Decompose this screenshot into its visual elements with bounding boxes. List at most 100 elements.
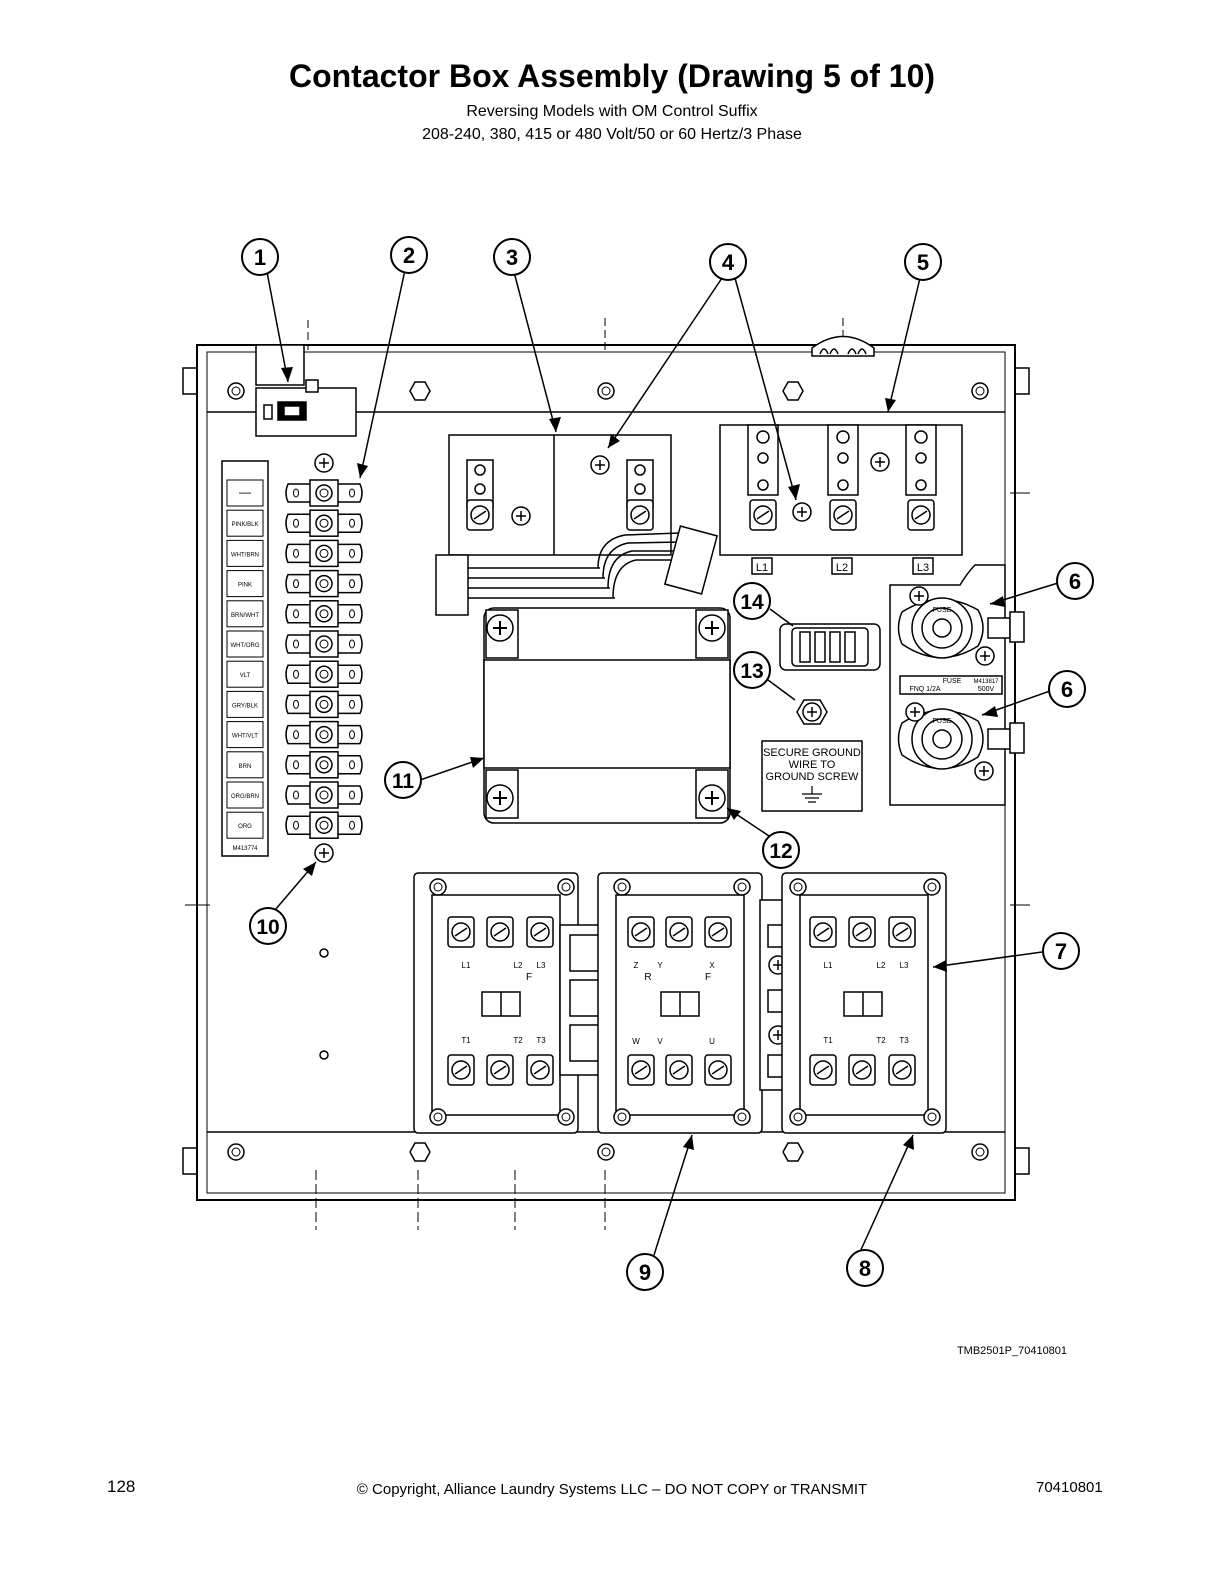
middle-mark-r: R: [644, 972, 651, 983]
middle-w: W: [632, 1037, 640, 1046]
terminal-row: [285, 539, 363, 568]
wire-label-cells: —PINK/BLKWHT/BRNPINKBRN/WHTWHT/ORGVLTGRY…: [226, 479, 264, 839]
mechanical-interlock: [559, 924, 613, 1076]
callout-1: 1: [241, 238, 279, 276]
wire-label-text: ORG/BRN: [231, 794, 259, 800]
wire-label-cell: [226, 570, 264, 598]
wire-label-cell: [226, 690, 264, 718]
contactor-right: [781, 872, 947, 1134]
terminal-row: [285, 720, 363, 749]
left-l2: L2: [514, 961, 523, 970]
wire-label-text: WHT/ORG: [231, 643, 260, 649]
callout-10: 10: [249, 907, 287, 945]
right-l2: L2: [877, 961, 886, 970]
fuse-holder-lower: [897, 702, 1025, 781]
knockout-bushing: [811, 335, 875, 357]
left-mark-f: F: [526, 972, 532, 983]
wire-label-text: —: [239, 485, 251, 499]
terminal-row: [285, 660, 363, 688]
line-label-l1: L1: [756, 562, 768, 574]
contactor-middle: [597, 872, 763, 1134]
terminal-row: [285, 690, 363, 719]
svg-text:6: 6: [1061, 677, 1073, 702]
harness-connector: [779, 623, 881, 671]
callout-14: 14: [733, 582, 771, 620]
callout-7: 7: [1042, 932, 1080, 970]
wire-label-cell: [226, 660, 264, 688]
ground-screw: [796, 699, 828, 725]
wire-label-text: WHT/BRN: [231, 552, 259, 558]
contactors: [413, 872, 947, 1134]
right-l1: L1: [824, 961, 833, 970]
left-t3: T3: [536, 1036, 546, 1045]
contactor-labels: L1 L2 L3 F T1 T2 T3 Z Y X R F W V U L1 L…: [461, 961, 909, 1046]
page-subtitle-voltage: 208-240, 380, 415 or 480 Volt/50 or 60 H…: [422, 126, 802, 143]
fuse-holder-upper: [897, 586, 1025, 666]
fuse-block: [889, 564, 1025, 806]
callout-2: 2: [390, 236, 428, 274]
drawing-id: TMB2501P_70410801: [957, 1345, 1067, 1357]
left-l1: L1: [462, 961, 471, 970]
middle-y: Y: [657, 961, 663, 970]
middle-x: X: [709, 961, 715, 970]
page-number: 128: [107, 1477, 136, 1496]
callout-12: 12: [762, 831, 800, 869]
terminal-row: [285, 751, 363, 779]
middle-u: U: [709, 1037, 715, 1046]
terminal-row: [285, 811, 363, 839]
ground-label-line-2: WIRE TO: [789, 759, 836, 771]
contactor-left: [413, 872, 579, 1134]
callout-3: 3: [493, 238, 531, 276]
right-t2: T2: [876, 1036, 886, 1045]
page-title: Contactor Box Assembly (Drawing 5 of 10): [288, 58, 936, 94]
svg-text:1: 1: [254, 245, 266, 270]
callout-11: 11: [384, 761, 422, 799]
svg-text:14: 14: [740, 591, 764, 614]
right-t1: T1: [823, 1036, 833, 1045]
svg-text:9: 9: [639, 1260, 651, 1285]
wire-label-cell: [226, 600, 264, 628]
svg-text:4: 4: [722, 250, 735, 275]
transformer-bracket: [448, 434, 672, 556]
callout-5: 5: [904, 243, 942, 281]
svg-text:13: 13: [740, 660, 763, 683]
svg-text:3: 3: [506, 245, 518, 270]
copyright-notice: © Copyright, Alliance Laundry Systems LL…: [356, 1481, 868, 1498]
right-t3: T3: [899, 1036, 909, 1045]
terminal-row: [285, 569, 363, 598]
line-label-l3: L3: [917, 562, 929, 574]
line-label-l2: L2: [836, 562, 848, 574]
terminal-row: [285, 509, 363, 537]
wire-label-text: WHT/VLT: [232, 734, 258, 740]
left-l3: L3: [537, 961, 546, 970]
document-number: 70410801: [1036, 1479, 1103, 1496]
left-t2: T2: [513, 1036, 523, 1045]
wire-label-strip: —PINK/BLKWHT/BRNPINKBRN/WHTWHT/ORGVLTGRY…: [221, 460, 269, 857]
fuse-voltage: 500V: [978, 686, 995, 693]
wire-label-text: PINK: [238, 583, 252, 589]
wire-label-text: ORG: [238, 824, 252, 830]
wire-label-cell: [226, 479, 264, 507]
wire-label-cell: [226, 509, 264, 537]
wire-label-cell: [226, 539, 264, 567]
wire-label-text: VLT: [240, 673, 251, 679]
mounting-holes: [227, 381, 989, 1162]
right-l3: L3: [900, 961, 909, 970]
callout-13: 13: [733, 651, 771, 689]
callout-6-lower: 6: [1048, 670, 1086, 708]
wire-label-cell: [226, 721, 264, 749]
page-subtitle-models: Reversing Models with OM Control Suffix: [466, 103, 758, 120]
ground-label-line-1: SECURE GROUND: [763, 747, 861, 759]
wire-label-text: BRN: [239, 764, 252, 770]
svg-text:5: 5: [917, 250, 929, 275]
wire-label-cell: [226, 811, 264, 839]
wire-label-cell: [226, 630, 264, 658]
enclosure: [182, 318, 1030, 1230]
svg-text:2: 2: [403, 243, 415, 268]
middle-v: V: [657, 1037, 663, 1046]
wire-label-cell: [226, 751, 264, 779]
callout-4: 4: [709, 243, 747, 281]
terminal-row: [285, 630, 363, 658]
